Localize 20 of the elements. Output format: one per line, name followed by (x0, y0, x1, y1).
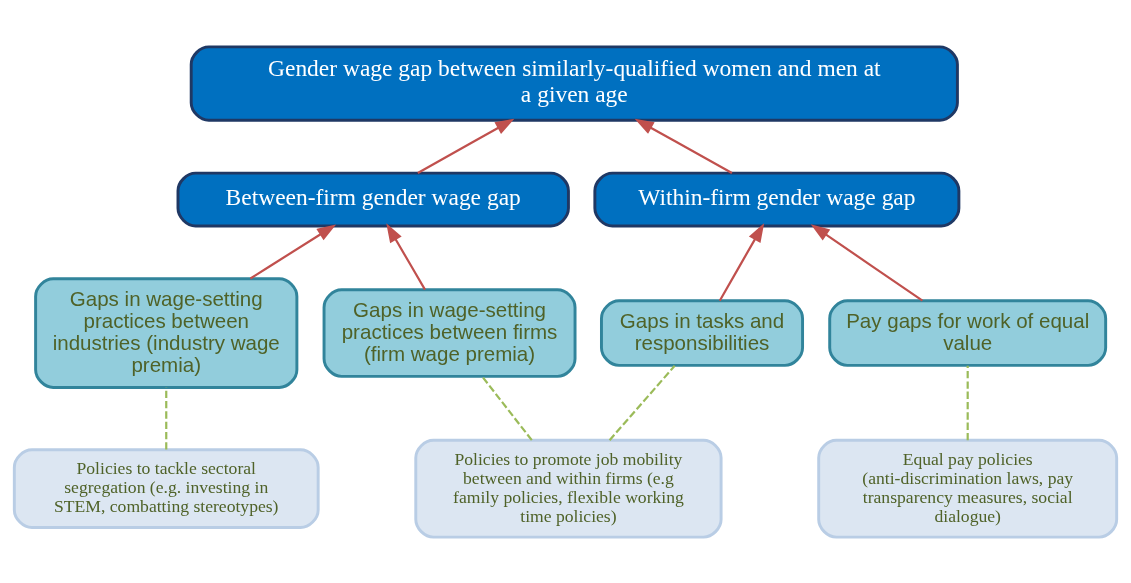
node-box: Within-firm gender wage gap (593, 171, 961, 227)
node-box: Equal pay policies (anti-discrimination laws, pay transparency measures, social dialogue) (817, 438, 1119, 539)
node-box: Pay gaps for work of equal value (828, 298, 1108, 367)
node-box: Gaps in tasks and responsibilities (600, 298, 805, 367)
arrow (249, 223, 337, 279)
node-box: Gaps in wage-setting practices between industries (industry wage premia) (34, 276, 299, 389)
connector (481, 375, 533, 441)
connector (608, 364, 676, 441)
arrow (810, 223, 924, 302)
node-box: Gender wage gap between similarly-qualified women and men at a given age (189, 44, 959, 122)
arrow (634, 118, 733, 174)
arrow (718, 222, 765, 301)
node-box: Between-firm gender wage gap (176, 171, 570, 227)
node-box: Policies to promote job mobility between and within firms (e.g family policies, flexible working time policies) (414, 438, 723, 539)
connector (966, 365, 969, 440)
arrow (386, 222, 426, 290)
node-box: Policies to tackle sectoral segregation (e.g. investing in STEM, combatting stereotypes) (12, 447, 320, 529)
arrow (417, 118, 515, 174)
connector (165, 386, 168, 449)
node-box: Gaps in wage-setting practices between firms (firm wage premia) (322, 287, 577, 378)
